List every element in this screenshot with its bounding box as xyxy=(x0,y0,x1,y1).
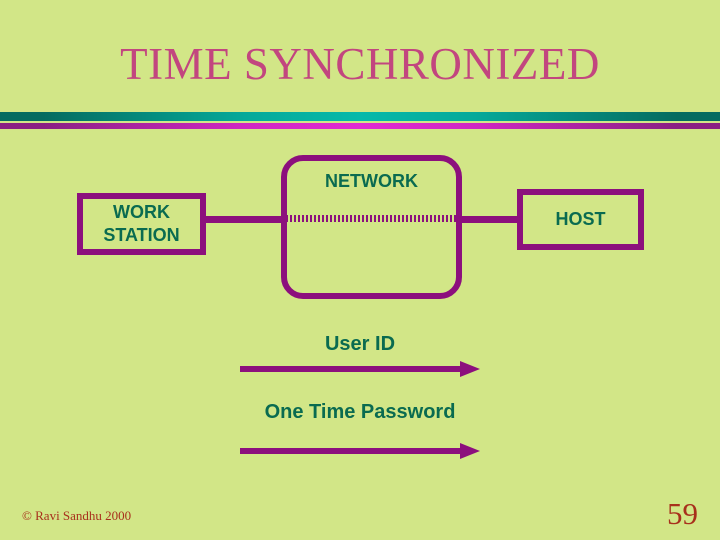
footer-copyright: © Ravi Sandhu 2000 xyxy=(22,508,132,523)
flow-arrow-user-id-right-arrow-icon xyxy=(240,361,480,377)
diagram-box-host-label: HOST xyxy=(555,209,606,229)
diagram-box-network: NETWORK xyxy=(281,155,462,299)
footer-page-number: 59 xyxy=(667,496,698,531)
flow-label-one-time-password: One Time Password xyxy=(264,401,456,423)
diagram-box-host: HOST xyxy=(517,189,644,250)
arrow-shaft xyxy=(240,448,462,454)
divider-bar-teal xyxy=(0,112,720,121)
flow-arrow-one-time-password-right-arrow-icon xyxy=(240,443,480,459)
network-dotted-path xyxy=(286,215,458,222)
arrow-shaft xyxy=(240,366,462,372)
connector-network-host xyxy=(460,216,519,223)
flow-label-user-id: User ID xyxy=(324,333,396,355)
arrow-head xyxy=(460,361,480,377)
divider xyxy=(0,110,720,130)
arrow-head xyxy=(460,443,480,459)
diagram-box-workstation-label: WORK STATION xyxy=(103,202,180,245)
diagram-box-workstation: WORK STATION xyxy=(77,193,206,255)
divider-bar-magenta xyxy=(0,123,720,129)
connector-workstation-network xyxy=(203,216,283,223)
diagram-box-network-label: NETWORK xyxy=(325,171,418,191)
page-title: TIME SYNCHRONIZED xyxy=(120,39,600,89)
